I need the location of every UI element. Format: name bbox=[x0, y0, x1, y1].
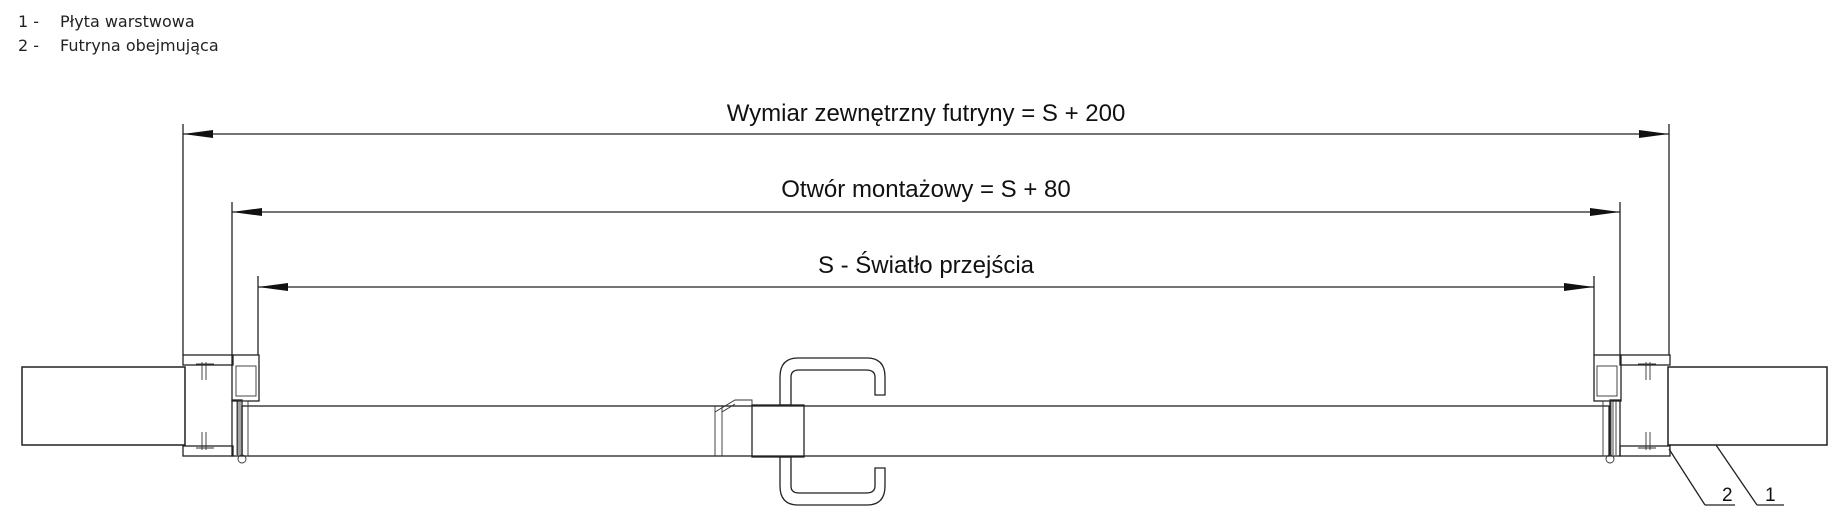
legend-label: Futryna obejmująca bbox=[60, 36, 219, 55]
door-leaf bbox=[237, 400, 1612, 457]
legend-item-2: 2 - Futryna obejmująca bbox=[18, 34, 219, 58]
legend-number: 2 - bbox=[18, 36, 40, 55]
dimension-outer: Wymiar zewnętrzny futryny = S + 200 bbox=[183, 100, 1669, 138]
legend-item-1: 1 - Płyta warstwowa bbox=[18, 10, 219, 34]
sandwich-panel-left bbox=[21, 366, 186, 446]
dimension-opening-label: Otwór montażowy = S + 80 bbox=[781, 176, 1070, 203]
dimension-opening: Otwór montażowy = S + 80 bbox=[232, 176, 1620, 216]
callout-label-1: 1 bbox=[1765, 485, 1776, 506]
dimension-clear: S - Światło przejścia bbox=[258, 251, 1594, 291]
legend: 1 - Płyta warstwowa 2 - Futryna obejmują… bbox=[18, 10, 219, 58]
dimension-clear-label: S - Światło przejścia bbox=[818, 251, 1035, 279]
dimension-outer-label: Wymiar zewnętrzny futryny = S + 200 bbox=[727, 100, 1126, 127]
legend-number: 1 - bbox=[18, 12, 40, 31]
frame-right bbox=[1593, 354, 1671, 464]
callout-leaders bbox=[1668, 444, 1784, 506]
lock-detail bbox=[714, 399, 805, 458]
extension-lines bbox=[182, 124, 1670, 355]
callout-label-2: 2 bbox=[1722, 485, 1733, 506]
legend-label: Płyta warstwowa bbox=[60, 12, 195, 31]
door-handle bbox=[779, 357, 886, 506]
sandwich-panel-right bbox=[1667, 366, 1828, 446]
